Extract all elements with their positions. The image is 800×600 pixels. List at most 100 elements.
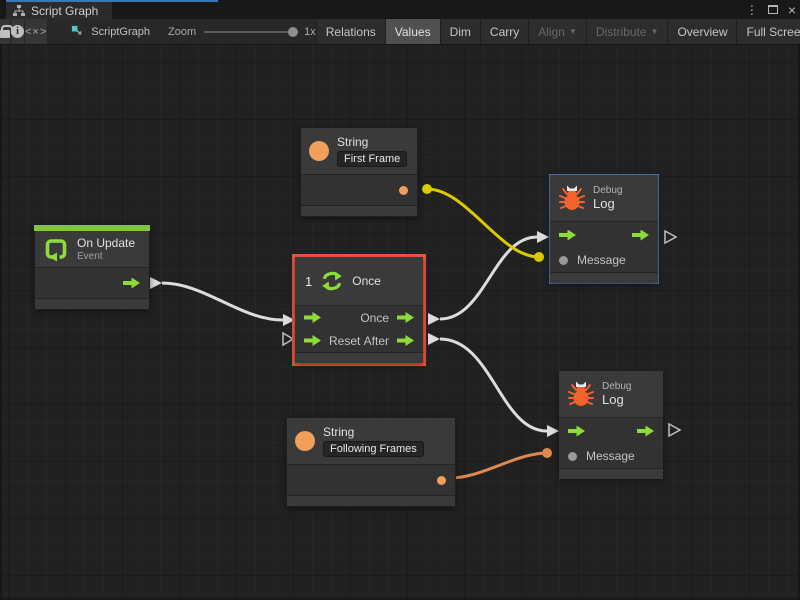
- node-category: Debug: [593, 185, 623, 196]
- node-subtitle: Event: [77, 251, 103, 262]
- script-graph-icon: [72, 25, 82, 35]
- zoom-value: 1x: [304, 25, 316, 38]
- distribute-dropdown[interactable]: Distribute ▼: [585, 19, 668, 44]
- node-footer: [295, 352, 423, 363]
- flow-input-port[interactable]: [304, 312, 321, 323]
- zoom-slider-knob[interactable]: [288, 26, 299, 37]
- port-row: Once: [295, 306, 423, 329]
- node-string-following-frames[interactable]: String Following Frames: [286, 417, 456, 507]
- port-label-message: Message: [577, 253, 626, 267]
- flow-output-port[interactable]: [637, 425, 654, 437]
- node-footer: [287, 495, 455, 506]
- node-header: On Update Event: [35, 231, 149, 267]
- port-row: [35, 268, 149, 298]
- graph-breadcrumb[interactable]: ScriptGraph: [70, 19, 150, 44]
- on-update-loop-icon: [45, 239, 67, 262]
- node-body: Once Reset After: [295, 305, 423, 352]
- node-header: Debug Log: [559, 371, 663, 417]
- string-value-field[interactable]: Following Frames: [323, 441, 424, 457]
- flow-output-after[interactable]: [397, 335, 414, 346]
- port-row: Message: [559, 444, 663, 468]
- port-label-once: Once: [360, 310, 389, 325]
- chevron-down-icon: ▼: [568, 27, 577, 36]
- string-output-port[interactable]: [399, 185, 408, 195]
- dim-button[interactable]: Dim: [439, 19, 480, 44]
- lock-icon: [0, 24, 13, 38]
- window-menu-icon[interactable]: ⋮: [745, 2, 758, 17]
- zoom-slider[interactable]: [204, 26, 299, 37]
- flow-output-port[interactable]: [632, 229, 649, 241]
- event-accent-strip: [34, 225, 150, 231]
- align-dropdown[interactable]: Align ▼: [528, 19, 586, 44]
- node-on-update[interactable]: On Update Event: [34, 225, 150, 310]
- maximize-icon[interactable]: [767, 5, 778, 14]
- toolbar-buttons: Relations Values Dim Carry Align ▼ Distr…: [315, 19, 800, 44]
- node-string-first-frame[interactable]: String First Frame: [300, 127, 418, 217]
- zoom-control: Zoom 1x: [168, 19, 316, 44]
- lock-button[interactable]: [0, 19, 13, 44]
- string-value-field[interactable]: First Frame: [337, 151, 408, 167]
- code-icon: <×>: [25, 25, 48, 38]
- port-row: Message: [550, 248, 658, 272]
- close-icon[interactable]: ×: [787, 1, 796, 18]
- node-body: Message: [559, 417, 663, 468]
- bug-icon: [559, 185, 585, 210]
- node-body: Message: [550, 221, 658, 272]
- tab-script-graph[interactable]: Script Graph: [6, 2, 113, 19]
- port-row: [301, 175, 417, 205]
- once-count-badge: 1: [305, 273, 313, 289]
- zoom-label: Zoom: [167, 25, 197, 38]
- values-button[interactable]: Values: [384, 19, 440, 44]
- node-header: String Following Frames: [287, 418, 455, 464]
- port-label-message: Message: [586, 449, 635, 463]
- title-bar: Script Graph ⋮ ×: [0, 0, 800, 19]
- node-body: [287, 464, 455, 495]
- code-view-button[interactable]: <×>: [25, 19, 49, 44]
- node-header: String First Frame: [301, 128, 417, 174]
- message-input-port[interactable]: [559, 255, 568, 265]
- node-header: Debug Log: [550, 175, 658, 221]
- port-row: [287, 465, 455, 495]
- fullscreen-button[interactable]: Full Screen: [736, 19, 800, 44]
- relations-button[interactable]: Relations: [315, 19, 385, 44]
- carry-button[interactable]: Carry: [479, 19, 529, 44]
- string-type-icon: [295, 431, 315, 451]
- overview-button[interactable]: Overview: [667, 19, 737, 44]
- port-label-reset: Reset: [329, 333, 361, 348]
- graph-name: ScriptGraph: [91, 25, 150, 38]
- node-footer: [301, 205, 417, 216]
- node-debug-log-bottom[interactable]: Debug Log Message: [559, 371, 663, 479]
- flow-input-port[interactable]: [568, 425, 585, 437]
- distribute-label: Distribute: [595, 24, 647, 39]
- flow-output-once[interactable]: [397, 312, 414, 323]
- node-debug-log-top[interactable]: Debug Log Message: [550, 175, 658, 283]
- window-controls: ⋮ ×: [746, 0, 796, 19]
- highlight-outline: Debug Log Message: [549, 174, 659, 284]
- port-row: [559, 418, 663, 444]
- node-footer: [35, 298, 149, 309]
- node-title: String: [337, 135, 369, 149]
- info-button[interactable]: i: [11, 19, 25, 44]
- tab-accent-line: [6, 0, 218, 2]
- node-title: Once: [352, 274, 381, 288]
- flow-input-reset[interactable]: [304, 335, 321, 346]
- node-title: String: [323, 425, 355, 439]
- once-cycle-icon: [322, 271, 343, 291]
- node-footer: [550, 272, 658, 283]
- flow-output-port[interactable]: [123, 277, 140, 289]
- flow-input-port[interactable]: [559, 229, 576, 241]
- node-body: [35, 267, 149, 298]
- message-input-port[interactable]: [568, 451, 577, 461]
- string-output-port[interactable]: [437, 475, 446, 485]
- port-row: Reset After: [295, 329, 423, 352]
- bug-icon: [568, 381, 594, 406]
- node-footer: [559, 468, 663, 479]
- node-category: Debug: [602, 381, 632, 392]
- node-once[interactable]: 1 Once Once Reset: [295, 257, 423, 363]
- node-title: On Update: [77, 236, 136, 250]
- selection-outline: 1 Once Once Reset: [292, 254, 426, 366]
- graph-tab-icon: [13, 4, 25, 16]
- port-label-after: After: [363, 333, 389, 348]
- node-title: Log: [602, 392, 624, 407]
- node-title: Log: [593, 196, 615, 211]
